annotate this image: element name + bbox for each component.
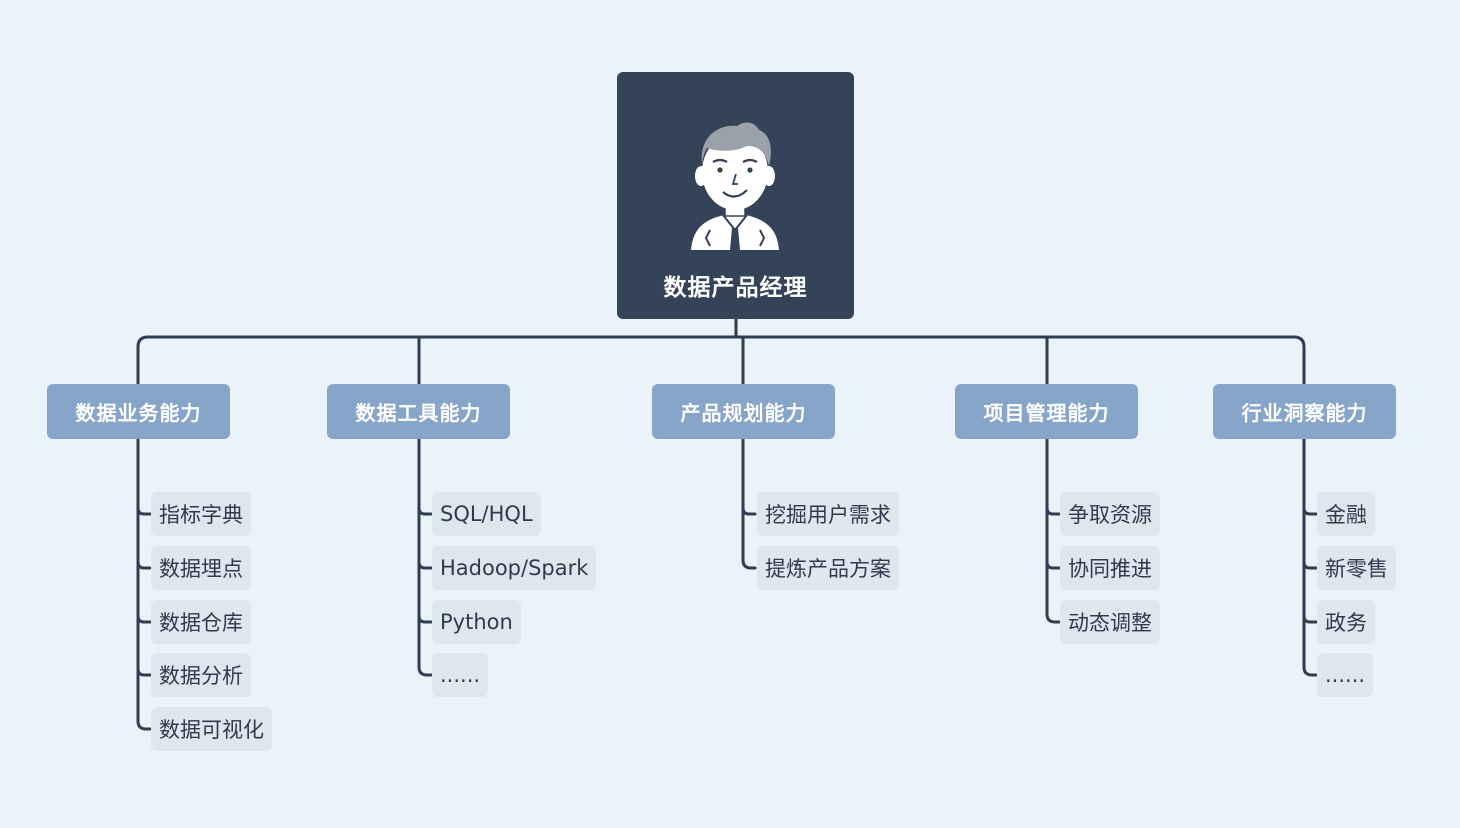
leaf-node[interactable]: Python [432, 600, 521, 644]
leaf-node[interactable]: 政务 [1317, 600, 1375, 644]
leaf-node[interactable]: 挖掘用户需求 [757, 492, 899, 536]
leaf-node[interactable]: 数据可视化 [151, 707, 272, 751]
connector-line [1302, 437, 1318, 677]
root-label: 数据产品经理 [663, 275, 808, 301]
leaf-node[interactable]: 提炼产品方案 [757, 546, 899, 590]
branch-node-business[interactable]: 数据业务能力 [47, 384, 230, 439]
connector-line [1045, 437, 1061, 624]
connector-line [1302, 614, 1318, 624]
connector-line [1045, 506, 1061, 516]
branch-node-industry[interactable]: 行业洞察能力 [1213, 384, 1396, 439]
leaf-node[interactable]: 金融 [1317, 492, 1375, 536]
connector-line [136, 560, 152, 570]
businessman-avatar-icon [691, 122, 779, 250]
connector-line [417, 437, 433, 677]
connector-line [417, 506, 433, 516]
connector-line [1302, 560, 1318, 570]
leaf-node[interactable]: 动态调整 [1060, 600, 1160, 644]
leaf-node[interactable]: 数据仓库 [151, 600, 251, 644]
connector-line [136, 667, 152, 677]
connector-line [1302, 506, 1318, 516]
branch-node-tools[interactable]: 数据工具能力 [327, 384, 510, 439]
connector-line [1045, 560, 1061, 570]
leaf-node[interactable]: ...... [1317, 653, 1374, 697]
connector-line [741, 437, 757, 570]
connector-line [741, 506, 757, 516]
leaf-node[interactable]: 指标字典 [151, 492, 251, 536]
leaf-node[interactable]: 新零售 [1317, 546, 1396, 590]
branch-node-planning[interactable]: 产品规划能力 [652, 384, 835, 439]
connector-line [136, 506, 152, 516]
leaf-node[interactable]: SQL/HQL [432, 492, 541, 536]
leaf-node[interactable]: 数据埋点 [151, 546, 251, 590]
leaf-node[interactable]: 协同推进 [1060, 546, 1160, 590]
connector-line [417, 614, 433, 624]
leaf-node[interactable]: Hadoop/Spark [432, 546, 597, 590]
connector-line [136, 437, 152, 731]
connector-line [136, 614, 152, 624]
connector-line [417, 560, 433, 570]
connector-line [136, 335, 1306, 386]
leaf-node[interactable]: 争取资源 [1060, 492, 1160, 536]
leaf-node[interactable]: ...... [432, 653, 489, 697]
branch-node-project[interactable]: 项目管理能力 [955, 384, 1138, 439]
leaf-node[interactable]: 数据分析 [151, 653, 251, 697]
root-node[interactable]: 数据产品经理 [617, 72, 854, 319]
